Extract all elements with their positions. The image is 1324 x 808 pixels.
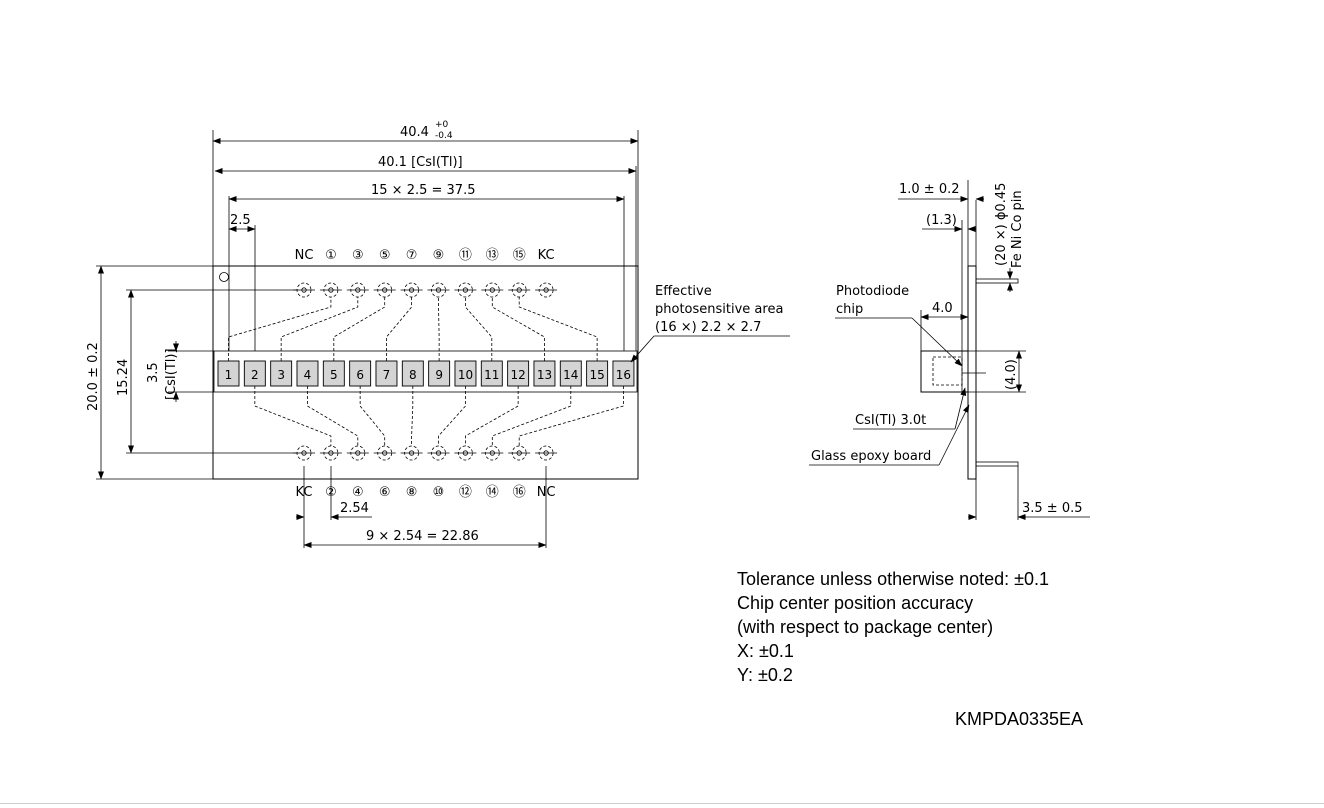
top-pin-label: ⑮ — [513, 248, 526, 263]
board-side-label: Glass epoxy board — [811, 449, 931, 464]
top-pin-label: ⑨ — [433, 248, 445, 263]
side-pin-bottom — [975, 461, 1019, 467]
overall-width-tol-upper: +0 — [435, 120, 449, 130]
side-pin-top — [975, 278, 1019, 284]
pitch-dim: 2.5 — [230, 213, 251, 228]
scintillator-width-dim: 40.1 [CsI(Tl)] — [378, 155, 463, 170]
package-outline — [212, 265, 639, 480]
drawing-code: KMPDA0335EA — [955, 709, 1084, 729]
effective-area-line3: (16 ×) 2.2 × 2.7 — [655, 320, 761, 335]
note-line: Y: ±0.2 — [737, 665, 793, 685]
element-label: 8 — [409, 368, 417, 382]
chip-depth-dim: 4.0 — [932, 301, 953, 316]
overall-width-dim: 40.4 — [400, 125, 429, 140]
element-span-dim: 15 × 2.5 = 37.5 — [371, 183, 475, 198]
scintillator-height-dim: 3.5 — [146, 362, 161, 383]
top-pin-label: ⑬ — [486, 248, 499, 263]
pin-row-spacing-dim: 15.24 — [116, 359, 131, 396]
trace-bottom — [438, 386, 466, 446]
top-pin-label: ⑤ — [379, 248, 391, 263]
pin-offset-dim: (1.3) — [926, 213, 957, 228]
trace-top — [438, 297, 440, 361]
trace-top — [465, 297, 493, 361]
element-label: 13 — [537, 368, 552, 382]
trace-top — [386, 297, 412, 361]
index-mark — [219, 272, 229, 282]
photodiode-label-line2: chip — [836, 302, 863, 317]
scintillator-outline — [932, 356, 963, 386]
element-label: 3 — [277, 368, 285, 382]
note-line: Chip center position accuracy — [737, 593, 974, 613]
top-pin-label: ① — [325, 248, 337, 263]
trace-bottom — [254, 386, 332, 446]
pin-spec-line1: (20 ×) ϕ0.45 — [994, 183, 1009, 266]
bottom-pin-label: ⑩ — [433, 485, 445, 500]
note-line: (with respect to package center) — [737, 617, 994, 637]
scintillator-height-label: [CsI(Tl)] — [164, 348, 179, 400]
board-thickness-dim: 1.0 ± 0.2 — [899, 182, 960, 197]
effective-area-line2: photosensitive area — [655, 302, 783, 317]
top-pin-label: NC — [295, 248, 314, 263]
element-label: 10 — [458, 368, 473, 382]
pin-rows — [293, 282, 558, 461]
bottom-pin-label: ⑫ — [459, 485, 472, 500]
trace-top — [228, 297, 332, 361]
top-pin-label: ⑦ — [406, 248, 418, 263]
top-pin-label: ⑪ — [459, 248, 472, 263]
element-label: 14 — [563, 368, 578, 382]
top-pin-label: KC — [538, 248, 555, 263]
height-dim: 20.0 ± 0.2 — [86, 342, 101, 411]
element-label: 2 — [251, 368, 259, 382]
wiring-traces — [228, 297, 624, 446]
overall-width-tol-lower: -0.4 — [435, 131, 453, 141]
bottom-divider — [0, 803, 1324, 804]
element-label: 9 — [435, 368, 443, 382]
element-label: 4 — [304, 368, 312, 382]
bottom-pin-label: ⑭ — [486, 485, 499, 500]
trace-bottom — [491, 386, 572, 446]
top-pin-label: ③ — [352, 248, 364, 263]
trace-bottom — [411, 386, 414, 446]
element-label: 7 — [383, 368, 391, 382]
pin-spec-line2: Fe Ni Co pin — [1010, 190, 1025, 268]
scintillator-side-label: CsI(Tl) 3.0t — [855, 413, 926, 428]
trace-top — [518, 297, 598, 361]
trace-bottom — [359, 386, 386, 446]
photodiode-label-line1: Photodiode — [836, 284, 909, 299]
trace-bottom — [465, 386, 519, 446]
bottom-pin-label: ⑯ — [513, 485, 526, 500]
bottom-pin-label: ⑥ — [379, 485, 391, 500]
tolerance-notes: Tolerance unless otherwise noted: ±0.1 C… — [737, 567, 1049, 687]
element-label: 6 — [356, 368, 364, 382]
pin-length-dim: 3.5 ± 0.5 — [1022, 501, 1083, 516]
trace-top — [333, 297, 386, 361]
photodiode-chip — [920, 350, 969, 393]
element-label: 15 — [589, 368, 604, 382]
trace-top — [491, 297, 545, 361]
pin-span-dim: 9 × 2.54 = 22.86 — [366, 529, 479, 544]
trace-bottom — [307, 386, 359, 446]
effective-area-line1: Effective — [655, 284, 712, 299]
trace-top — [280, 297, 359, 361]
element-label: 12 — [510, 368, 525, 382]
pin-pitch-dim: 2.54 — [340, 501, 369, 516]
chip-height-dim: (4.0) — [1004, 359, 1019, 390]
trace-bottom — [518, 386, 624, 446]
note-line: X: ±0.1 — [737, 641, 794, 661]
side-view: 1.0 ± 0.2 (1.3) (20 ×) ϕ0.45 Fe Ni Co pi… — [809, 180, 1090, 520]
glass-epoxy-board — [967, 265, 977, 480]
element-label: 5 — [330, 368, 338, 382]
bottom-pin-label: ⑧ — [406, 485, 418, 500]
note-line: Tolerance unless otherwise noted: ±0.1 — [737, 569, 1050, 589]
element-label: 11 — [484, 368, 499, 382]
scintillator-strip — [213, 350, 638, 393]
bottom-pin-label: ④ — [352, 485, 364, 500]
element-label: 16 — [616, 368, 631, 382]
element-label: 1 — [225, 368, 233, 382]
